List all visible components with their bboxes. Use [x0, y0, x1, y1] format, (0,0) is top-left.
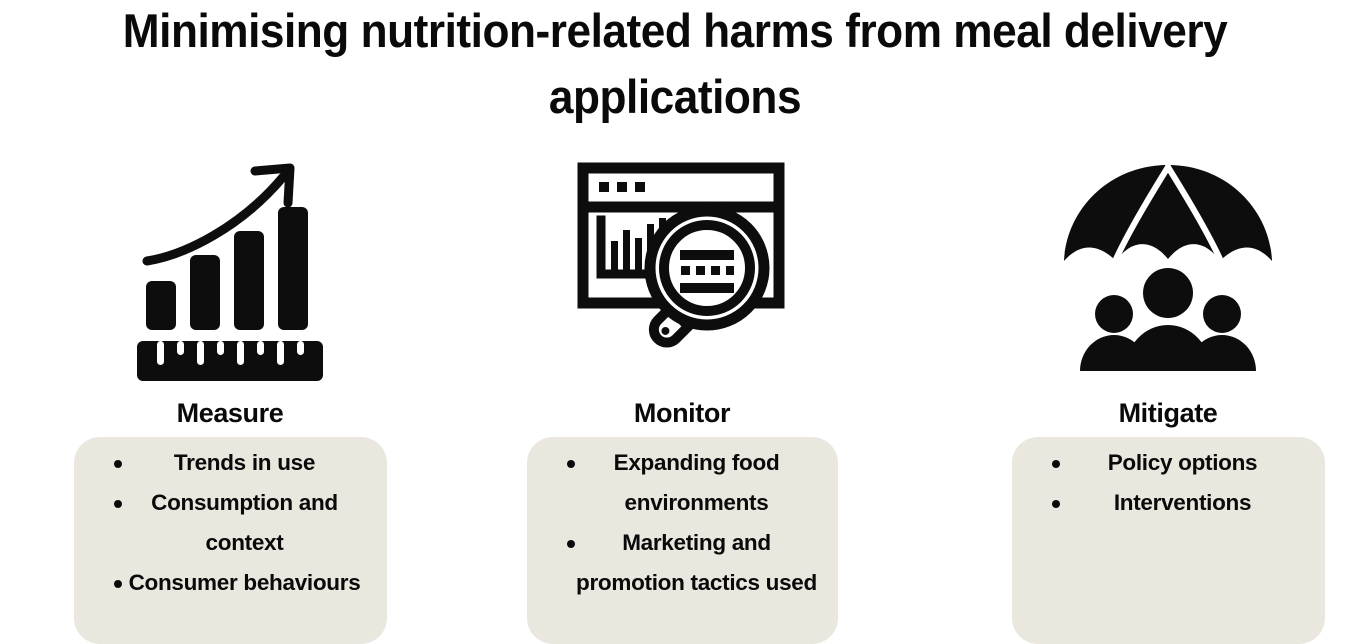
column-mitigate: Mitigate Policy options Interventions: [943, 150, 1350, 644]
list-item: Interventions: [1018, 483, 1319, 523]
heading-monitor: Monitor: [633, 398, 731, 428]
card-mitigate: Policy options Interventions: [1012, 437, 1325, 644]
bullet-marker-icon: [567, 460, 575, 468]
bullet-list-mitigate: Policy options Interventions: [1018, 443, 1319, 523]
card-monitor: Expanding food environments Marketing an…: [527, 437, 838, 644]
bullet-marker-icon: [1052, 500, 1060, 508]
bullet-marker-icon: [1052, 460, 1060, 468]
bullet-marker-icon: [567, 540, 575, 548]
list-item: Trends in use: [80, 443, 381, 483]
list-item: Consumption and context: [80, 483, 381, 563]
heading-measure: Measure: [176, 398, 284, 428]
column-measure: Measure Trends in use Consumption and co…: [5, 150, 455, 644]
browser-analytics-magnifier-icon: [457, 150, 907, 385]
list-item: Expanding food environments: [533, 443, 832, 523]
page-title: Minimising nutrition-related harms from …: [122, 4, 1228, 123]
growth-chart-ruler-icon: [5, 150, 455, 385]
bullet-marker-icon: [114, 580, 122, 588]
bullet-list-measure: Trends in use Consumption and context Co…: [80, 443, 381, 603]
list-item: Consumer behaviours: [80, 563, 381, 603]
list-item: Marketing and promotion tactics used: [533, 523, 832, 603]
column-monitor: Monitor Expanding food environments Mark…: [457, 150, 907, 644]
umbrella-people-protection-icon: [943, 150, 1350, 385]
columns-container: Measure Trends in use Consumption and co…: [0, 150, 1350, 644]
list-item: Policy options: [1018, 443, 1319, 483]
bullet-marker-icon: [114, 460, 122, 468]
bullet-list-monitor: Expanding food environments Marketing an…: [533, 443, 832, 603]
bullet-marker-icon: [114, 500, 122, 508]
heading-mitigate: Mitigate: [1118, 398, 1218, 428]
card-measure: Trends in use Consumption and context Co…: [74, 437, 387, 644]
